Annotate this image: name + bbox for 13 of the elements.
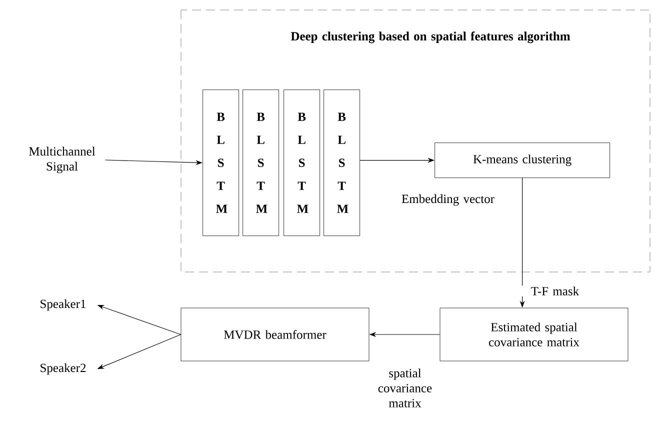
blstm-box: B L S T M — [284, 90, 320, 236]
node-label: Speaker1 — [40, 299, 86, 311]
blstm-box: B L S T M — [242, 90, 279, 236]
edge-label: Embedding vector — [402, 194, 494, 206]
node-label: Speaker2 — [40, 363, 86, 375]
edge-label: spatial covariance matrix — [378, 368, 432, 408]
process-box: K-means clustering — [434, 142, 610, 178]
node-label: Multichannel Signal — [29, 146, 96, 174]
blstm-box: B L S T M — [202, 90, 239, 236]
process-box: Estimated spatial covariance matrix — [440, 308, 628, 362]
process-box: MVDR beamformer — [180, 308, 370, 362]
blstm-box: B L S T M — [324, 90, 360, 236]
edge-label: T-F mask — [531, 286, 580, 296]
